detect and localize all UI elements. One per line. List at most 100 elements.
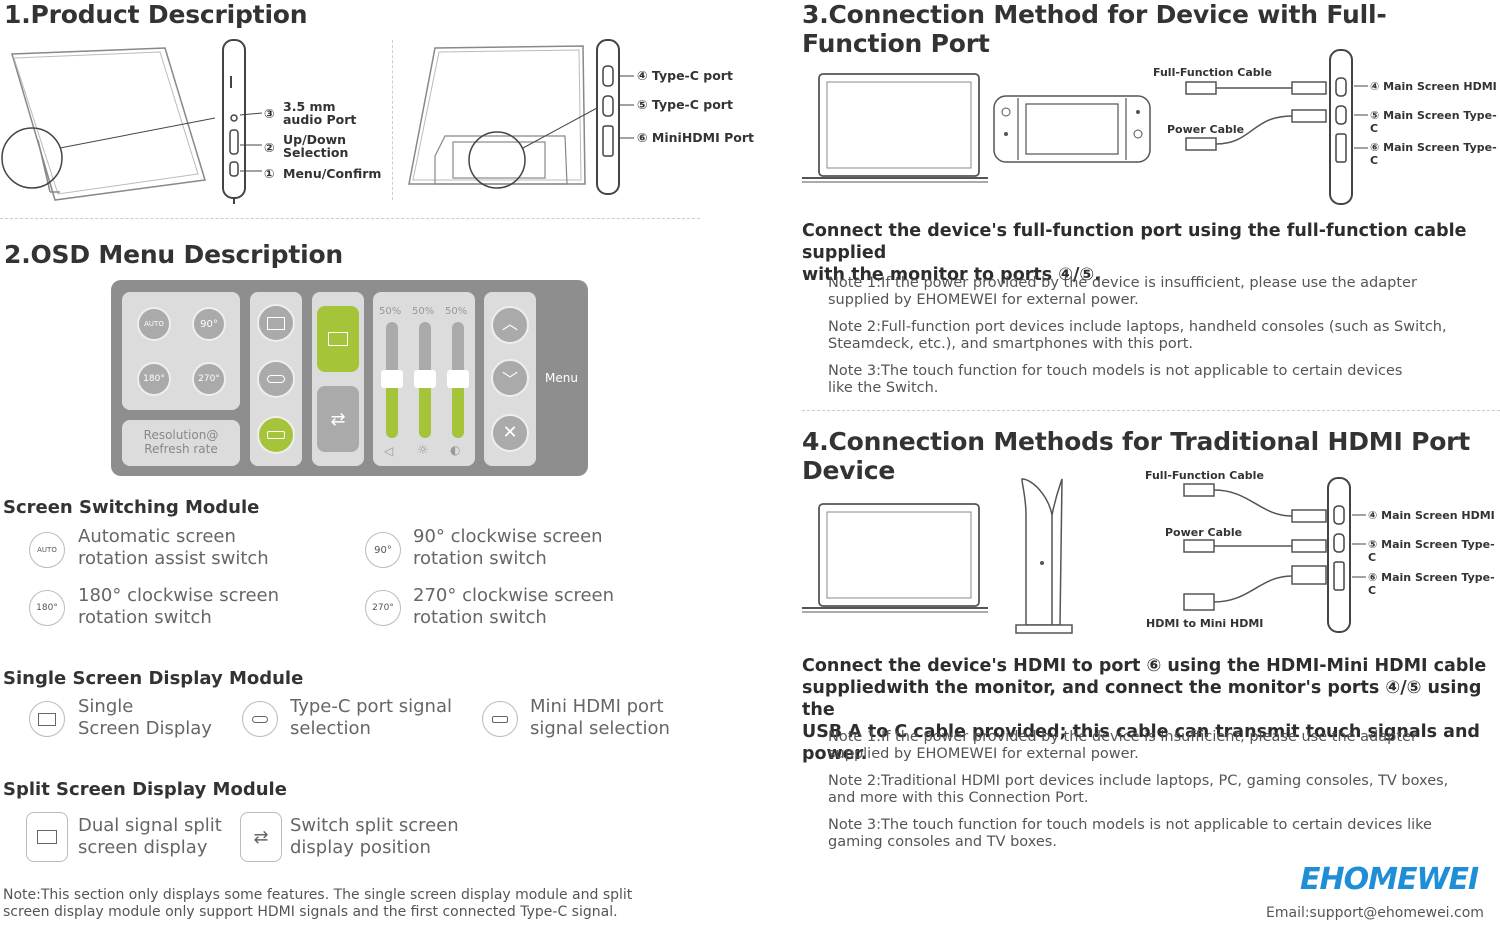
- single-screen-icon: [29, 701, 65, 737]
- support-email: Email:support@ehomewei.com: [1266, 905, 1484, 921]
- screen-switching-title: Screen Switching Module: [3, 497, 260, 518]
- nav-column: ︿ ﹀ ✕: [484, 292, 536, 466]
- brightness-handle[interactable]: [414, 370, 436, 388]
- menu-confirm-label: Menu/Confirm: [283, 166, 382, 181]
- typec-port-icon: [242, 701, 278, 737]
- typec-port-5-label: ⑤ Type-C port: [637, 97, 733, 112]
- s3-port-callouts: [1354, 85, 1368, 149]
- s3-port6-label: ⑥ Main Screen Type-C: [1370, 141, 1497, 167]
- split-screen-column: ⇄: [312, 292, 364, 466]
- rotate-270-icon[interactable]: 270°: [192, 362, 226, 396]
- s3-monitor-ports: [1329, 49, 1353, 205]
- s3-port4-label: ④ Main Screen HDMI: [1370, 80, 1497, 93]
- ehomewei-logo: EHOMEWEI: [1300, 862, 1479, 897]
- s4-port5-label: ⑤ Main Screen Type-C: [1368, 538, 1495, 564]
- rotate-180-icon[interactable]: 180°: [137, 362, 171, 396]
- split-screen-title: Split Screen Display Module: [3, 779, 287, 800]
- rotate-90-icon: 90°: [365, 532, 401, 568]
- dual-split-icon[interactable]: [317, 306, 359, 372]
- swap-icon: ⇄: [240, 812, 282, 862]
- typec-signal-icon[interactable]: [257, 360, 295, 398]
- rotate-180-icon: 180°: [29, 590, 65, 626]
- s4-cable3-label: HDMI to Mini HDMI: [1146, 617, 1264, 630]
- single-screen-icon[interactable]: [257, 304, 295, 342]
- label-num-1: ①: [264, 166, 275, 181]
- s3-cable2-label: Power Cable: [1167, 123, 1245, 136]
- callout-lines-left: [239, 112, 263, 172]
- s4-port-callouts: [1352, 514, 1366, 578]
- s4-note-1: Note 1:If the power provided by the devi…: [828, 729, 1417, 762]
- s3-note-1: Note 1:If the power provided by the devi…: [828, 275, 1417, 308]
- minihdmi-port-icon: [482, 701, 518, 737]
- single-screen-title: Single Screen Display Module: [3, 668, 304, 689]
- minihdmi-port-6-label: ⑥ MiniHDMI Port: [637, 130, 755, 145]
- swap-position-icon[interactable]: ⇄: [317, 386, 359, 452]
- single-screen-column: [250, 292, 302, 466]
- game-console-icon: [1015, 478, 1073, 634]
- s4-note-3: Note 3:The touch function for touch mode…: [828, 817, 1432, 850]
- s3-cables: [1185, 81, 1327, 151]
- monitor-back-illustration: [408, 45, 598, 189]
- monitor-side-buttons-view: [222, 39, 246, 204]
- contrast-percent: 50%: [445, 306, 468, 317]
- section1-title: 1.Product Description: [4, 0, 308, 29]
- s4-port4-label: ④ Main Screen HDMI: [1368, 509, 1495, 522]
- resolution-refresh-button[interactable]: Resolution@Refresh rate: [122, 420, 240, 466]
- s4-note-2: Note 2:Traditional HDMI port devices inc…: [828, 773, 1449, 806]
- brightness-icon: ☼: [417, 443, 429, 458]
- label-num-2: ②: [264, 140, 275, 155]
- section2-note: Note:This section only displays some fea…: [3, 887, 633, 920]
- chevron-down-icon[interactable]: ﹀: [491, 359, 529, 397]
- s4-body: Connect the device's HDMI to port ⑥ usin…: [802, 656, 1487, 764]
- chevron-up-icon[interactable]: ︿: [491, 306, 529, 344]
- s3-body: Connect the device's full-function port …: [802, 221, 1467, 285]
- rotate-270-icon: 270°: [365, 590, 401, 626]
- sliders-group: 50% 50% 50% ◁ ☼ ◐: [373, 292, 475, 466]
- menu-label: Menu: [545, 371, 578, 385]
- brightness-percent: 50%: [412, 306, 435, 317]
- divider: [802, 410, 1500, 411]
- auto-rotate-icon: AUTO: [29, 532, 65, 568]
- switch-console-icon: [993, 95, 1151, 163]
- monitor-side-illustration: [1, 47, 216, 201]
- divider: [392, 40, 393, 200]
- dual-split-icon: [26, 812, 68, 862]
- s3-cable1-label: Full-Function Cable: [1153, 66, 1272, 79]
- section3-title: 3.Connection Method for Device with Full…: [802, 0, 1387, 58]
- section2-title: 2.OSD Menu Description: [4, 240, 344, 269]
- s3-port5-label: ⑤ Main Screen Type-C: [1370, 109, 1497, 135]
- s4-cable1-label: Full-Function Cable: [1145, 469, 1264, 482]
- callout-lines-right: [620, 75, 634, 139]
- laptop-icon: [802, 73, 988, 183]
- typec-port-4-label: ④ Type-C port: [637, 68, 733, 83]
- contrast-handle[interactable]: [447, 370, 469, 388]
- auto-rotate-icon[interactable]: AUTO: [137, 307, 171, 341]
- s4-monitor-ports: [1327, 477, 1351, 633]
- s4-cable2-label: Power Cable: [1165, 526, 1243, 539]
- volume-icon: ◁: [384, 444, 394, 458]
- laptop-icon: [802, 503, 988, 613]
- section4-title: 4.Connection Methods for Traditional HDM…: [802, 427, 1471, 485]
- rotate-90-icon[interactable]: 90°: [192, 307, 226, 341]
- s4-port6-label: ⑥ Main Screen Type-C: [1368, 571, 1495, 597]
- monitor-ports-view: [596, 39, 620, 195]
- minihdmi-signal-icon[interactable]: [257, 416, 295, 454]
- close-icon[interactable]: ✕: [491, 414, 529, 452]
- s3-note-3: Note 3:The touch function for touch mode…: [828, 363, 1403, 396]
- label-num-3: ③: [264, 106, 275, 121]
- volume-handle[interactable]: [381, 370, 403, 388]
- divider: [0, 218, 700, 219]
- s4-cables: [1183, 483, 1327, 611]
- volume-percent: 50%: [379, 306, 402, 317]
- contrast-icon: ◐: [450, 443, 461, 457]
